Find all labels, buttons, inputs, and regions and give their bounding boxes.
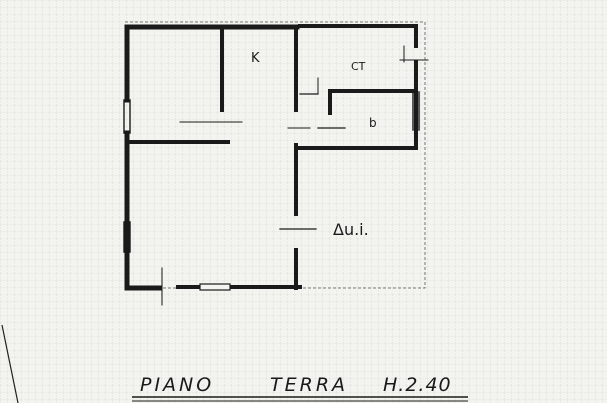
- caption-height: H.2.40: [383, 374, 452, 396]
- room-label-b: b: [369, 116, 377, 130]
- caption-terra: TERRA: [270, 374, 348, 396]
- caption-piano: PIANO: [140, 374, 214, 396]
- boundary-line: [1, 324, 19, 403]
- window-left-2: [123, 221, 131, 253]
- room-label-ct: CT: [351, 60, 366, 73]
- walls: [123, 24, 429, 306]
- room-label-k: K: [251, 51, 260, 66]
- room-label-ui: Δu.i.: [333, 220, 369, 239]
- site-outline: [125, 21, 426, 289]
- window-right: [412, 91, 420, 131]
- window-bottom: [199, 283, 231, 291]
- window-left-1: [123, 99, 131, 134]
- caption: PIANO TERRA H.2.40: [132, 374, 468, 402]
